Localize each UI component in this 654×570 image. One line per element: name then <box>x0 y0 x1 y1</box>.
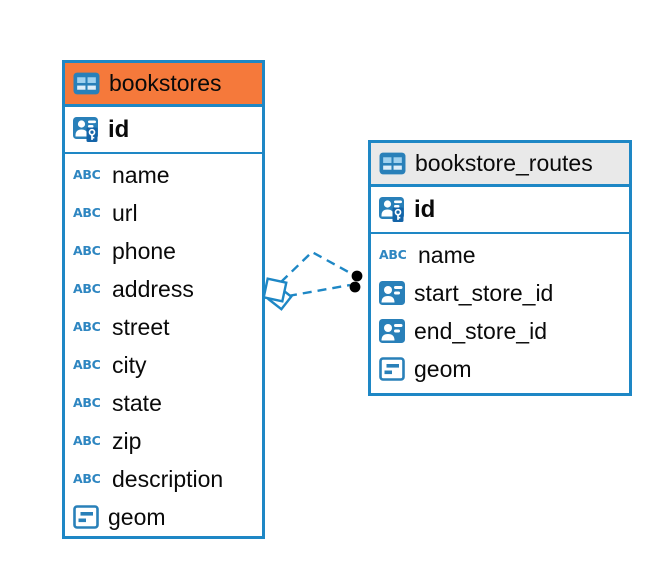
text-type-icon: ABC <box>73 204 101 220</box>
column-label: id <box>414 195 436 223</box>
column-label: phone <box>112 237 176 264</box>
column-row-geom[interactable]: geom <box>371 350 629 388</box>
text-type-icon: ABC <box>73 280 101 296</box>
text-type-icon: ABC <box>73 356 101 372</box>
table-icon <box>73 72 100 95</box>
column-label: city <box>112 351 147 378</box>
column-row-city[interactable]: ABC city <box>65 346 262 384</box>
foreign-key-icon <box>379 281 405 305</box>
column-label: geom <box>414 355 472 382</box>
table-header-bookstore-routes[interactable]: bookstore_routes <box>371 143 629 187</box>
dot-target-markers[interactable] <box>349 270 363 293</box>
column-label: street <box>112 313 170 340</box>
column-row-description[interactable]: ABC description <box>65 460 262 498</box>
table-title: bookstore_routes <box>415 150 593 176</box>
primary-key-icon <box>379 196 405 223</box>
column-label: name <box>112 161 170 188</box>
column-list: ABC name start_store_id <box>371 234 629 388</box>
column-row-id[interactable]: id <box>371 187 629 234</box>
column-row-name[interactable]: ABC name <box>371 236 629 274</box>
table-bookstores[interactable]: bookstores id ABC name <box>62 60 265 539</box>
geometry-type-icon <box>379 357 405 381</box>
column-label: zip <box>112 427 142 454</box>
column-row-state[interactable]: ABC state <box>65 384 262 422</box>
text-type-icon: ABC <box>73 166 101 182</box>
column-label: description <box>112 465 224 492</box>
primary-key-icon <box>73 116 99 143</box>
column-row-geom[interactable]: geom <box>65 498 262 536</box>
column-row-phone[interactable]: ABC phone <box>65 232 262 270</box>
table-title: bookstores <box>109 70 222 96</box>
text-type-icon: ABC <box>379 246 407 262</box>
relationship-dashed-lines[interactable] <box>280 250 353 298</box>
text-type-icon: ABC <box>73 242 101 258</box>
column-row-address[interactable]: ABC address <box>65 270 262 308</box>
geometry-type-icon <box>73 505 99 529</box>
column-row-street[interactable]: ABC street <box>65 308 262 346</box>
column-row-start-store-id[interactable]: start_store_id <box>371 274 629 312</box>
table-bookstore-routes[interactable]: bookstore_routes id ABC name <box>368 140 632 396</box>
table-icon <box>379 152 406 175</box>
column-label: url <box>112 199 138 226</box>
column-label: state <box>112 389 162 416</box>
column-label: end_store_id <box>414 317 547 344</box>
relationship-line-2[interactable] <box>287 283 351 298</box>
column-row-url[interactable]: ABC url <box>65 194 262 232</box>
column-label: address <box>112 275 194 302</box>
text-type-icon: ABC <box>73 318 101 334</box>
foreign-key-icon <box>379 319 405 343</box>
column-label: name <box>418 241 476 268</box>
column-row-name[interactable]: ABC name <box>65 156 262 194</box>
dot-marker-1[interactable] <box>351 270 363 282</box>
text-type-icon: ABC <box>73 394 101 410</box>
dot-marker-2[interactable] <box>349 281 361 293</box>
text-type-icon: ABC <box>73 432 101 448</box>
column-label: start_store_id <box>414 279 554 306</box>
table-header-bookstores[interactable]: bookstores <box>65 63 262 107</box>
relationship-line-1[interactable] <box>280 250 353 283</box>
diamond-source-marker[interactable] <box>262 277 293 311</box>
column-label: id <box>108 115 130 143</box>
column-row-id[interactable]: id <box>65 107 262 154</box>
column-row-end-store-id[interactable]: end_store_id <box>371 312 629 350</box>
column-row-zip[interactable]: ABC zip <box>65 422 262 460</box>
column-label: geom <box>108 503 166 530</box>
column-list: ABC name ABC url ABC phone ABC address A… <box>65 154 262 536</box>
text-type-icon: ABC <box>73 470 101 486</box>
